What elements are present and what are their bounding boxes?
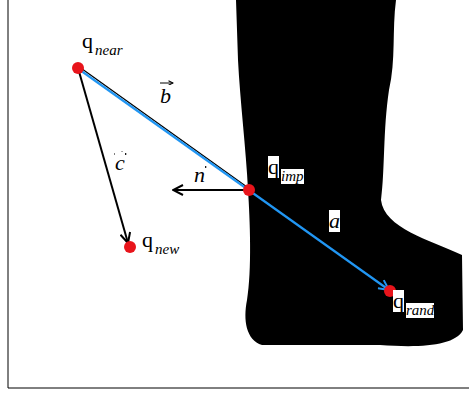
frame-line <box>8 0 9 388</box>
point-dot <box>243 184 255 196</box>
normal-arrow <box>173 189 247 191</box>
vector-label: a <box>329 210 340 232</box>
vector-accent <box>160 83 173 84</box>
point-subscript: near <box>95 43 123 58</box>
vector-line <box>78 66 247 187</box>
frame-line <box>8 388 469 389</box>
point-subscript: rand <box>406 303 434 318</box>
point-label: q <box>142 229 153 251</box>
point-label: q <box>268 156 279 178</box>
vector-label: n <box>194 164 205 186</box>
vector-label: c <box>115 152 125 174</box>
point-subscript: imp <box>281 169 304 184</box>
point-dot <box>124 241 136 253</box>
vector-arrow <box>78 68 128 243</box>
vector-arrow <box>80 70 389 290</box>
point-label: q <box>393 290 404 312</box>
obstacle <box>236 0 463 346</box>
point-dot <box>72 62 84 74</box>
vector-label: b <box>160 85 171 107</box>
point-label: q <box>82 30 93 52</box>
point-subscript: new <box>155 242 179 257</box>
